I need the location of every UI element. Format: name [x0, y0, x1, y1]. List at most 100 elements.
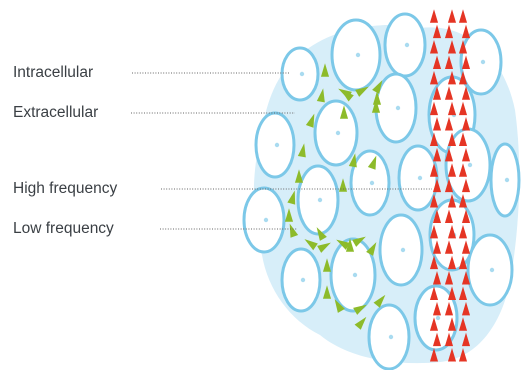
low-frequency-arrow — [348, 153, 357, 168]
high-frequency-arrow — [432, 240, 442, 254]
cell-nucleus — [388, 334, 394, 340]
high-frequency-arrow — [429, 348, 439, 362]
high-frequency-arrow — [444, 240, 454, 254]
high-frequency-arrow — [432, 55, 442, 69]
low-frequency-arrow — [316, 88, 325, 103]
leader-lines — [131, 72, 432, 230]
low-frequency-arrow — [322, 285, 332, 299]
high-frequency-arrow — [461, 117, 471, 131]
high-frequency-arrow — [461, 240, 471, 254]
high-frequency-arrow — [429, 101, 439, 116]
high-frequency-arrow — [444, 86, 454, 100]
cell-nucleus — [263, 217, 269, 223]
high-frequency-arrow — [458, 255, 468, 270]
high-frequency-arrow — [444, 178, 454, 193]
high-frequency-arrow — [461, 147, 471, 162]
low-frequency-arrow — [334, 299, 345, 313]
high-frequency-arrow — [447, 317, 457, 331]
cell-nucleus — [417, 175, 423, 181]
low-frequency-arrow — [371, 99, 381, 113]
high-frequency-arrow — [458, 40, 468, 54]
high-frequency-arrow — [444, 117, 454, 131]
low-frequency-arrow — [294, 169, 304, 183]
low-frequency-arrow — [355, 86, 369, 97]
cell — [374, 72, 418, 144]
low-frequency-arrow — [373, 294, 386, 308]
cell-nucleus — [400, 247, 406, 253]
high-frequency-arrow — [429, 224, 439, 239]
high-frequency-arrow — [429, 40, 439, 54]
low-frequency-arrow — [304, 239, 318, 251]
high-frequency-arrow — [429, 255, 439, 270]
label-intracellular: Intracellular — [13, 64, 94, 81]
high-frequency-arrow — [447, 348, 457, 362]
cell-nucleus — [369, 180, 375, 186]
cell-nucleus — [504, 177, 510, 183]
high-frequency-arrow — [429, 163, 439, 177]
high-frequency-arrow — [444, 271, 454, 285]
low-frequency-arrows — [284, 63, 386, 330]
high-frequency-arrow — [429, 9, 439, 23]
high-frequency-arrow — [432, 86, 442, 100]
high-frequency-arrow — [461, 332, 471, 347]
high-frequency-arrow — [461, 209, 471, 223]
low-frequency-arrow — [297, 143, 306, 158]
high-frequency-arrow — [461, 178, 471, 193]
low-frequency-arrow — [372, 80, 383, 94]
high-frequency-arrow — [458, 224, 468, 239]
cell-nucleus — [489, 267, 495, 273]
high-frequency-arrow — [447, 9, 457, 23]
high-frequency-arrow — [432, 332, 442, 347]
high-frequency-arrow — [444, 55, 454, 69]
cell-nucleus — [335, 130, 341, 136]
low-frequency-arrow — [336, 239, 350, 250]
high-frequency-arrow — [458, 9, 468, 23]
high-frequency-arrow — [444, 209, 454, 223]
cell-nucleus — [467, 162, 473, 168]
high-frequency-arrow — [432, 271, 442, 285]
low-frequency-arrow — [354, 316, 367, 330]
high-frequency-arrow — [458, 132, 468, 146]
cell — [413, 284, 459, 352]
cell — [397, 144, 439, 212]
cell-nucleus — [404, 42, 410, 48]
low-frequency-arrow — [287, 190, 296, 205]
high-frequency-arrow — [447, 286, 457, 300]
high-frequency-arrow — [444, 301, 454, 316]
cell — [330, 18, 382, 92]
cell — [296, 164, 340, 236]
high-frequency-arrow — [458, 70, 468, 85]
low-frequency-arrow — [352, 236, 366, 247]
high-frequency-arrow — [444, 332, 454, 347]
low-frequency-arrow — [322, 258, 332, 272]
cell — [459, 28, 503, 96]
cell-nucleus — [480, 59, 486, 65]
high-frequency-arrow — [444, 147, 454, 162]
cell — [378, 213, 424, 287]
high-frequency-arrow — [458, 101, 468, 116]
high-frequency-arrow — [447, 101, 457, 116]
high-frequency-arrow — [461, 86, 471, 100]
high-frequency-arrow — [458, 317, 468, 331]
low-frequency-arrow — [339, 105, 349, 119]
high-frequency-arrow — [461, 24, 471, 39]
low-frequency-arrow — [317, 242, 331, 253]
low-frequency-arrow — [372, 91, 382, 105]
cell-nucleus — [274, 142, 280, 148]
cell-nucleus — [355, 52, 361, 58]
high-frequency-arrow — [432, 178, 442, 193]
cell — [466, 233, 514, 307]
high-frequency-arrow — [447, 224, 457, 239]
cell — [254, 111, 296, 179]
high-frequency-arrow — [447, 132, 457, 146]
low-frequency-arrow — [320, 63, 330, 77]
high-frequency-arrow — [429, 70, 439, 85]
low-frequency-arrow — [284, 208, 294, 222]
high-frequency-arrow — [447, 70, 457, 85]
high-frequency-arrow — [432, 209, 442, 223]
high-frequency-arrow — [447, 163, 457, 177]
high-frequency-arrow — [458, 286, 468, 300]
cell — [313, 99, 359, 167]
